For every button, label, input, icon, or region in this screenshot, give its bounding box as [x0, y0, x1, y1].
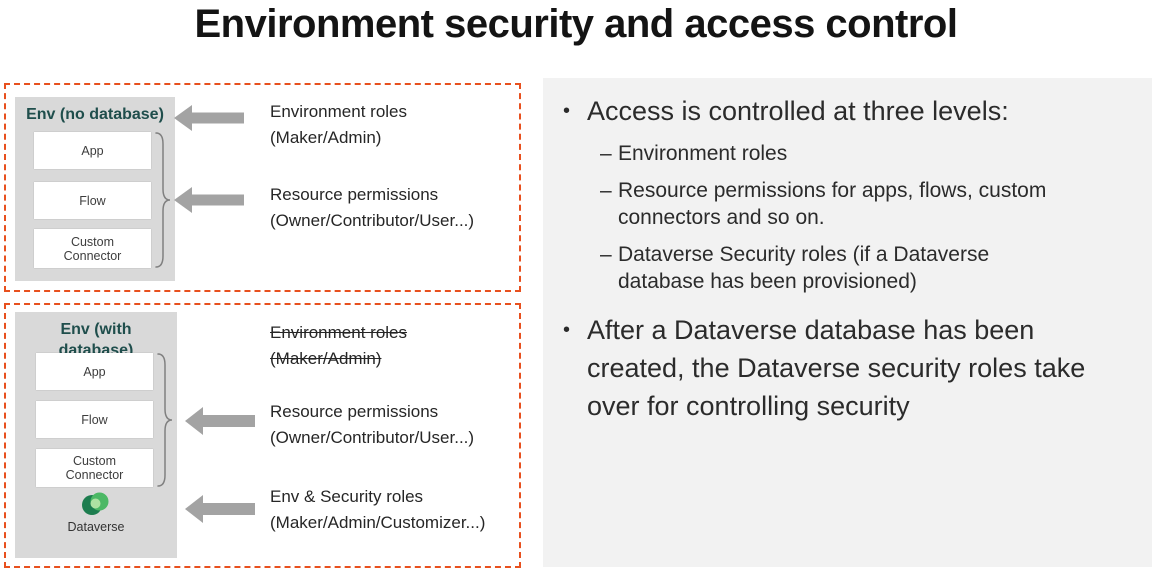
arrow-left-icon — [174, 105, 244, 131]
custom-connector-box: Custom Connector — [36, 449, 153, 487]
dash-icon: – — [600, 142, 612, 165]
page-title: Environment security and access control — [194, 2, 958, 46]
env-security-roles-label: Env & Security roles (Maker/Admin/Custom… — [270, 484, 485, 536]
env-with-db-dashed-frame — [4, 303, 521, 568]
env-no-db-title: Env (no database) — [26, 106, 164, 123]
flow-box: Flow — [36, 401, 153, 438]
bullet-after-dataverse: • After a Dataverse database has been cr… — [563, 311, 1128, 425]
flow-box-label: Flow — [79, 193, 106, 208]
env-roles-label: Environment roles (Maker/Admin) — [270, 99, 407, 151]
sub-bullet-dataverse-security: – Dataverse Security roles (if a Dataver… — [600, 241, 1128, 295]
resource-permissions-label: Resource permissions (Owner/Contributor/… — [270, 399, 474, 451]
curly-brace-icon — [155, 132, 171, 268]
resource-permissions-line2: (Owner/Contributor/User...) — [270, 428, 475, 447]
sub-bullet-environment-roles: – Environment roles — [600, 140, 1128, 167]
bullet-icon: • — [563, 319, 571, 341]
curly-brace-icon — [157, 353, 173, 487]
env-roles-line2: (Maker/Admin) — [270, 128, 382, 147]
sub-bullet-environment-roles-text: Environment roles — [618, 142, 788, 165]
env-roles-line1: Environment roles — [270, 102, 408, 121]
sub-bullet-list: – Environment roles – Resource permissio… — [600, 140, 1128, 295]
resource-permissions-label: Resource permissions (Owner/Contributor/… — [270, 182, 474, 234]
env-roles-struck-line2: (Maker/Admin) — [270, 349, 382, 368]
resource-permissions-line2: (Owner/Contributor/User...) — [270, 211, 475, 230]
arrow-left-icon — [174, 187, 244, 213]
env-security-roles-line2: (Maker/Admin/Customizer...) — [270, 513, 486, 532]
app-box-label: App — [83, 364, 106, 379]
arrow-left-icon — [185, 495, 255, 523]
dataverse-label: Dataverse — [67, 520, 125, 534]
env-roles-struck-line1: Environment roles — [270, 323, 408, 342]
custom-connector-box-label: Custom Connector — [65, 454, 124, 482]
app-box: App — [34, 132, 151, 169]
dash-icon: – — [600, 243, 612, 266]
bullet-after-dataverse-text: After a Dataverse database has been crea… — [587, 315, 1086, 421]
env-with-db-title-line1: Env (with — [60, 321, 132, 338]
sub-bullet-resource-permissions-text: Resource permissions for apps, flows, cu… — [618, 179, 1047, 229]
bullet-icon: • — [563, 100, 571, 122]
bullet-access-levels-text: Access is controlled at three levels: — [587, 96, 1009, 126]
custom-connector-box: Custom Connector — [34, 229, 151, 268]
resource-permissions-line1: Resource permissions — [270, 402, 439, 421]
flow-box-label: Flow — [81, 412, 108, 427]
arrow-left-icon — [185, 407, 255, 435]
env-security-roles-line1: Env & Security roles — [270, 487, 424, 506]
env-roles-struck-label: Environment roles (Maker/Admin) — [270, 320, 407, 372]
resource-permissions-line1: Resource permissions — [270, 185, 439, 204]
env-no-db-panel: Env (no database) App Flow Custom Connec… — [15, 97, 175, 281]
dash-icon: – — [600, 179, 612, 202]
dataverse-icon — [82, 492, 109, 515]
access-control-text-panel: • Access is controlled at three levels: … — [543, 78, 1152, 567]
app-box-label: App — [81, 143, 104, 158]
env-no-db-dashed-frame — [4, 83, 521, 292]
sub-bullet-resource-permissions: – Resource permissions for apps, flows, … — [600, 177, 1128, 231]
bullet-access-levels: • Access is controlled at three levels: — [563, 92, 1128, 130]
sub-bullet-dataverse-security-text: Dataverse Security roles (if a Dataverse… — [618, 243, 990, 293]
custom-connector-box-label: Custom Connector — [63, 234, 122, 263]
env-with-db-panel: Env (with database) App Flow Custom Conn… — [15, 312, 177, 558]
flow-box: Flow — [34, 182, 151, 219]
app-box: App — [36, 353, 153, 390]
